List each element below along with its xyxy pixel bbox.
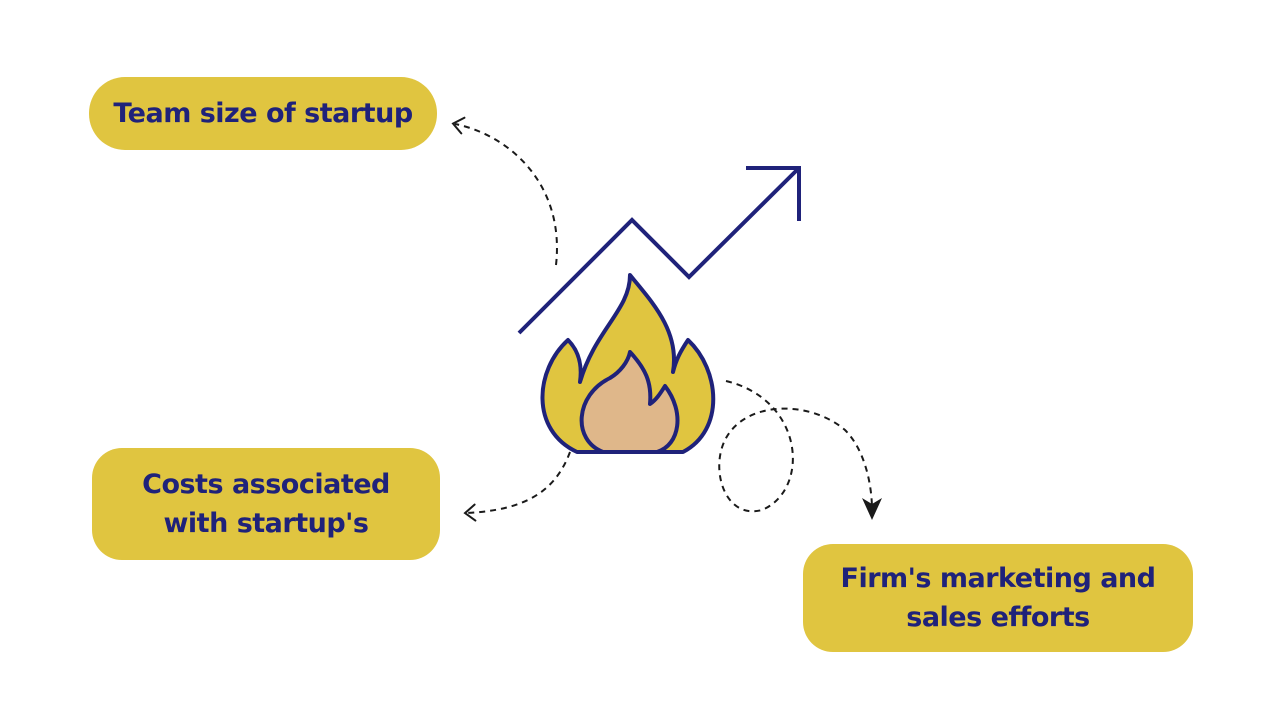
- costs-box: Costs associated with startup's: [92, 448, 440, 560]
- firm-marketing-box: Firm's marketing and sales efforts: [803, 544, 1193, 652]
- firm-marketing-label: Firm's marketing and sales efforts: [841, 559, 1156, 637]
- team-size-label: Team size of startup: [113, 97, 413, 129]
- costs-label-line-2: with startup's: [163, 508, 369, 539]
- firm-marketing-label-line-1: Firm's marketing and: [840, 562, 1156, 594]
- costs-label-line-1: Costs associated: [142, 468, 390, 500]
- flame-icon: [540, 273, 716, 454]
- trend-up-arrow-icon: [517, 166, 801, 335]
- connector-arrow-team: [451, 116, 558, 266]
- connector-arrow-costs: [463, 451, 571, 522]
- costs-label: Costs associated with startup's: [142, 465, 390, 543]
- connector-arrow-firm: [718, 380, 882, 520]
- firm-marketing-label-line-2: sales efforts: [906, 602, 1090, 633]
- team-size-box: Team size of startup: [89, 77, 437, 150]
